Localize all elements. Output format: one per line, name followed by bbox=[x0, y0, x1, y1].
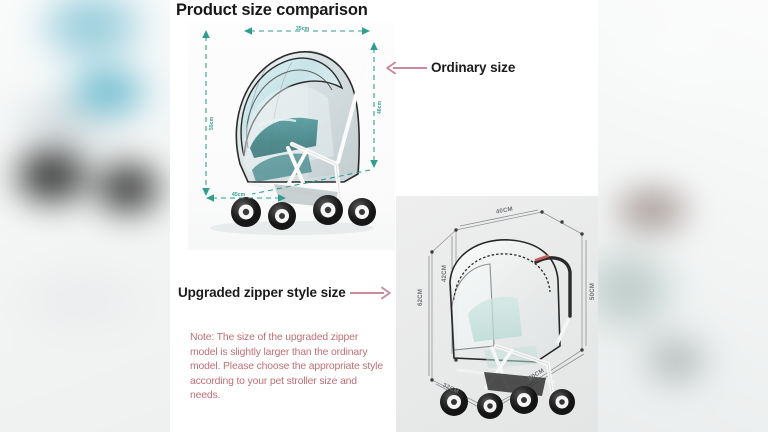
dim-label-top-width-35cm: 35cm bbox=[296, 26, 310, 32]
blurred-background-left bbox=[0, 0, 172, 432]
callout-upgraded-size: Upgraded zipper style size bbox=[178, 285, 392, 300]
dim-label-height-55cm: 55cm bbox=[209, 116, 215, 130]
callout-ordinary-label: Ordinary size bbox=[431, 60, 516, 75]
wheels bbox=[231, 195, 376, 230]
dim-label-canopy-height-46cm: 46cm bbox=[377, 100, 383, 114]
upgraded-stroller-diagram: 40CM 62CM 42CM 50CM 80CM 32CM bbox=[396, 196, 598, 432]
dim-label-side-height-50cm: 50CM bbox=[590, 282, 596, 300]
blurred-background-right bbox=[596, 0, 768, 432]
note-text: Note: The size of the upgraded zipper mo… bbox=[190, 332, 383, 402]
callout-upgraded-label: Upgraded zipper style size bbox=[178, 285, 346, 300]
page-title: Product size comparison bbox=[176, 1, 368, 19]
dim-label-base-width-45cm: 45cm bbox=[232, 192, 246, 198]
upgraded-wheels bbox=[440, 386, 575, 419]
callout-ordinary-size: Ordinary size bbox=[385, 60, 515, 75]
canopy bbox=[240, 57, 344, 157]
dim-label-inner-height-42cm: 42CM bbox=[442, 264, 448, 282]
upgraded-stroller-illustration bbox=[428, 209, 587, 419]
arrow-left-icon bbox=[386, 61, 427, 74]
product-infographic-card: Product size comparison bbox=[170, 0, 598, 432]
dim-label-outer-height-62cm: 62CM bbox=[418, 288, 424, 306]
arrow-right-icon bbox=[349, 286, 391, 299]
dimension-lines bbox=[202, 27, 378, 202]
blurred-stroller-photo-right bbox=[596, 0, 768, 432]
ordinary-stroller-illustration bbox=[202, 27, 383, 235]
handle-bar bbox=[534, 256, 572, 318]
blurred-stroller-photo-left bbox=[0, 0, 172, 432]
ordinary-stroller-photo: 55cm 35cm 46cm 45cm bbox=[188, 22, 395, 250]
